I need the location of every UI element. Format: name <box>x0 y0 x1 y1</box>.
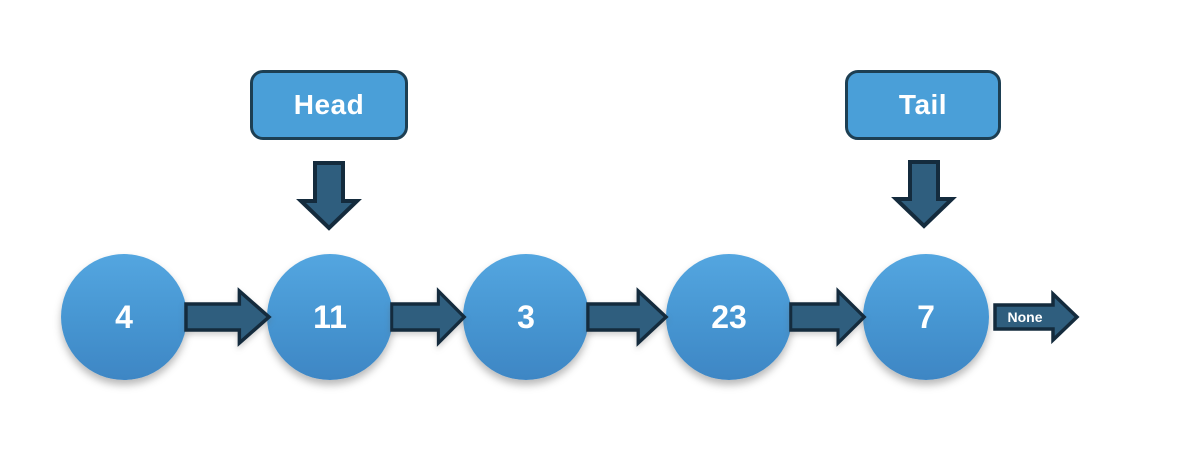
tail-pointer-box: Tail <box>845 70 1001 140</box>
list-node: 7 <box>863 254 989 380</box>
next-pointer-arrow-icon <box>184 287 272 347</box>
head-pointer-box: Head <box>250 70 408 140</box>
list-node: 3 <box>463 254 589 380</box>
null-terminator-arrow: None <box>993 289 1080 345</box>
node-value: 3 <box>517 298 535 335</box>
next-pointer-arrow-icon <box>586 287 669 347</box>
null-terminator-label: None <box>1008 309 1043 325</box>
node-value: 23 <box>711 298 747 335</box>
list-node: 23 <box>666 254 792 380</box>
list-node: 4 <box>61 254 187 380</box>
tail-pointer-label: Tail <box>898 89 948 120</box>
head-pointer-label: Head <box>293 89 365 120</box>
next-pointer-arrow-icon <box>390 287 467 347</box>
tail-down-arrow-icon <box>891 160 957 229</box>
node-value: 4 <box>115 298 133 335</box>
next-pointer-arrow-icon <box>789 287 867 347</box>
list-node: 11 <box>267 254 393 380</box>
node-value: 7 <box>917 298 935 335</box>
node-value: 11 <box>313 298 347 335</box>
head-down-arrow-icon <box>296 161 362 231</box>
